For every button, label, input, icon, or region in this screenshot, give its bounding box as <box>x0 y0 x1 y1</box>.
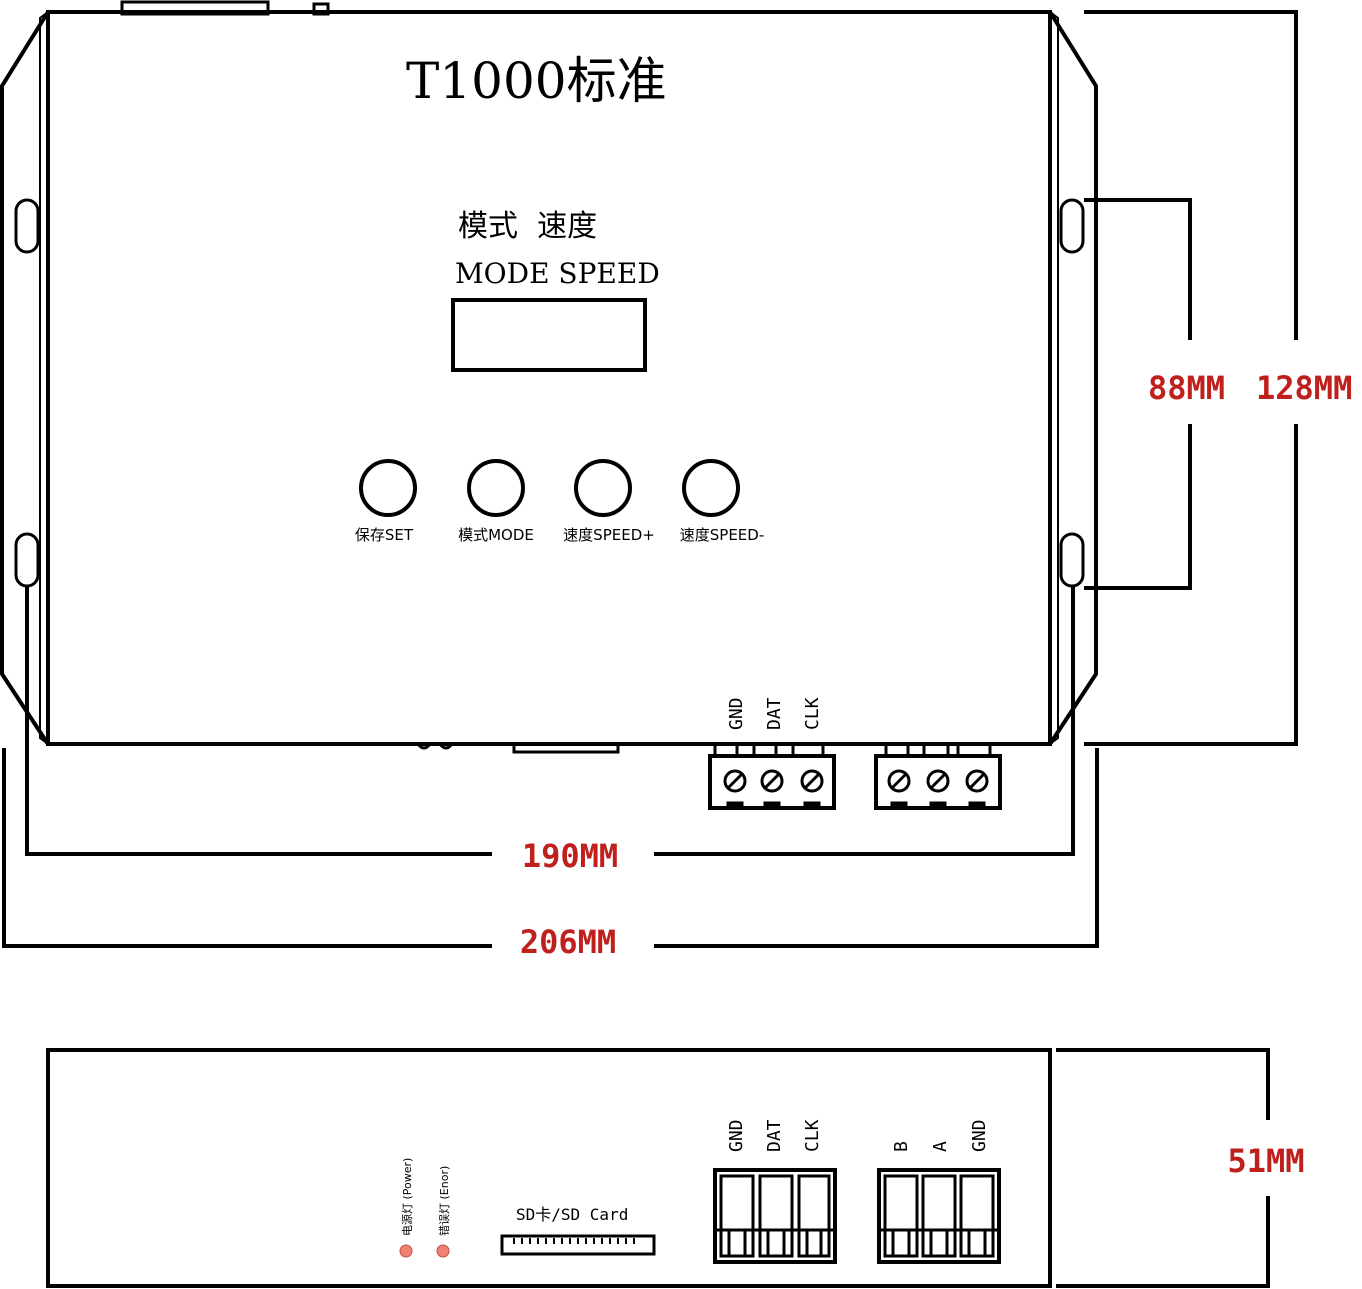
dim-51mm: 51MM <box>1227 1142 1304 1180</box>
top-view <box>0 0 1098 754</box>
slot-right-top <box>1059 198 1085 254</box>
display-caption-cn: 模式 速度 <box>458 209 597 244</box>
terminal-block-1 <box>708 742 836 810</box>
led-error <box>436 1244 450 1258</box>
port1-label-gnd: GND <box>726 1119 747 1152</box>
product-title: T1000标准 <box>406 52 667 110</box>
led-power <box>399 1244 413 1258</box>
dimension-lines <box>2 10 1298 1288</box>
bottom-knob <box>416 743 454 750</box>
side-body <box>46 1048 1052 1288</box>
led-error-label: 错误灯 (Enor) <box>437 1166 451 1236</box>
port2-label-b: B <box>891 1141 912 1152</box>
port2-label-gnd: GND <box>969 1119 990 1152</box>
dim-128mm: 128MM <box>1256 369 1352 407</box>
left-flange-inner <box>39 11 49 745</box>
dim-88mm: 88MM <box>1148 369 1225 407</box>
terminal-label-clk: CLK <box>802 697 823 730</box>
dim-206mm: 206MM <box>520 923 616 961</box>
port1-label-dat: DAT <box>764 1119 785 1152</box>
terminal-label-gnd: GND <box>726 697 747 730</box>
terminal-label-dat: DAT <box>764 697 785 730</box>
button-label-mode: 模式MODE <box>458 526 534 544</box>
sd-slot-pins <box>513 1238 635 1244</box>
sd-card-label: SD卡/SD Card <box>516 1205 628 1224</box>
right-flange-inner <box>1049 11 1059 745</box>
side-view <box>46 1048 1052 1288</box>
port1-label-clk: CLK <box>802 1119 823 1152</box>
button-mode[interactable] <box>467 459 525 517</box>
port-2 <box>877 1168 1001 1264</box>
port-1 <box>713 1168 837 1264</box>
bottom-sd-edge <box>512 742 620 754</box>
button-speed-minus[interactable] <box>682 459 740 517</box>
slot-left-bottom <box>14 532 40 588</box>
sd-card-slot[interactable] <box>500 1234 656 1256</box>
slot-right-bottom <box>1059 532 1085 588</box>
display-caption-en: MODE SPEED <box>455 257 660 290</box>
main-body <box>46 10 1052 746</box>
display-window <box>451 298 647 372</box>
button-label-set: 保存SET <box>355 526 414 544</box>
slot-left-top <box>14 198 40 254</box>
button-speed-plus[interactable] <box>574 459 632 517</box>
dim-190mm: 190MM <box>522 837 618 875</box>
port2-label-a: A <box>930 1141 951 1152</box>
button-set[interactable] <box>359 459 417 517</box>
terminal-block-2 <box>874 742 1002 810</box>
button-label-speed-minus: 速度SPEED- <box>680 526 765 544</box>
button-label-speed-plus: 速度SPEED+ <box>563 526 655 544</box>
led-power-label: 电源灯 (Power) <box>400 1158 414 1236</box>
